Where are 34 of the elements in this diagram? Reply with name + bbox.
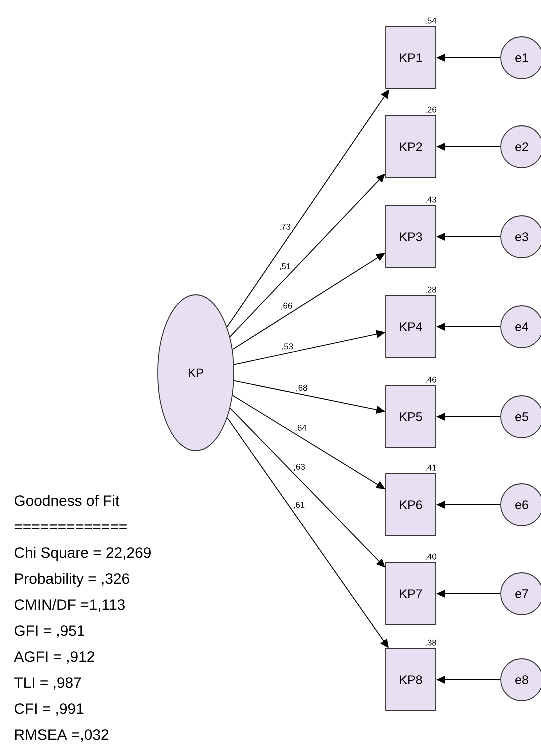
variance-label: ,54	[426, 18, 437, 25]
fit-statistic: RMSEA =,032	[15, 730, 109, 742]
loading-label: ,73	[278, 222, 292, 232]
variance-label: ,40	[426, 554, 437, 561]
variance-label: ,28	[426, 286, 437, 294]
variance-label: ,38	[426, 640, 437, 647]
loading-label: ,68	[294, 384, 309, 394]
variance-label: ,26	[426, 106, 437, 114]
fit-statistic: =============	[14, 524, 127, 530]
fit-statistic: CFI = ,991	[14, 704, 84, 716]
observed-box: KP4	[386, 296, 436, 358]
loading-label: ,61	[292, 501, 306, 510]
variance-label: ,41	[426, 464, 436, 472]
fit-statistic: Chi Square = 22,269	[14, 547, 151, 562]
loading-label: ,51	[278, 262, 292, 272]
fit-statistic: Goodness of Fit	[14, 495, 120, 506]
loading-label: ,63	[292, 462, 306, 472]
fit-statistic: TLI = ,987	[14, 678, 82, 690]
loading-label: ,66	[280, 302, 294, 311]
observed-box: KP8	[386, 648, 436, 712]
variance-label: ,43	[426, 196, 437, 204]
loading-label: ,64	[294, 424, 308, 433]
observed-box: KP7	[386, 562, 436, 626]
observed-box: KP1	[386, 26, 436, 90]
fit-statistic: Probability = ,326	[15, 573, 130, 588]
fit-statistic: CMIN/DF =1,113	[14, 599, 125, 612]
variance-label: ,46	[426, 376, 437, 384]
observed-box: KP6	[386, 474, 436, 536]
fit-statistic: AGFI = ,912	[14, 652, 94, 664]
loading-label: ,53	[280, 342, 295, 352]
observed-box: KP2	[386, 116, 436, 178]
observed-box: KP5	[386, 386, 436, 448]
observed-box: KP3	[386, 206, 436, 268]
fit-statistic: GFI = ,951	[14, 626, 84, 638]
